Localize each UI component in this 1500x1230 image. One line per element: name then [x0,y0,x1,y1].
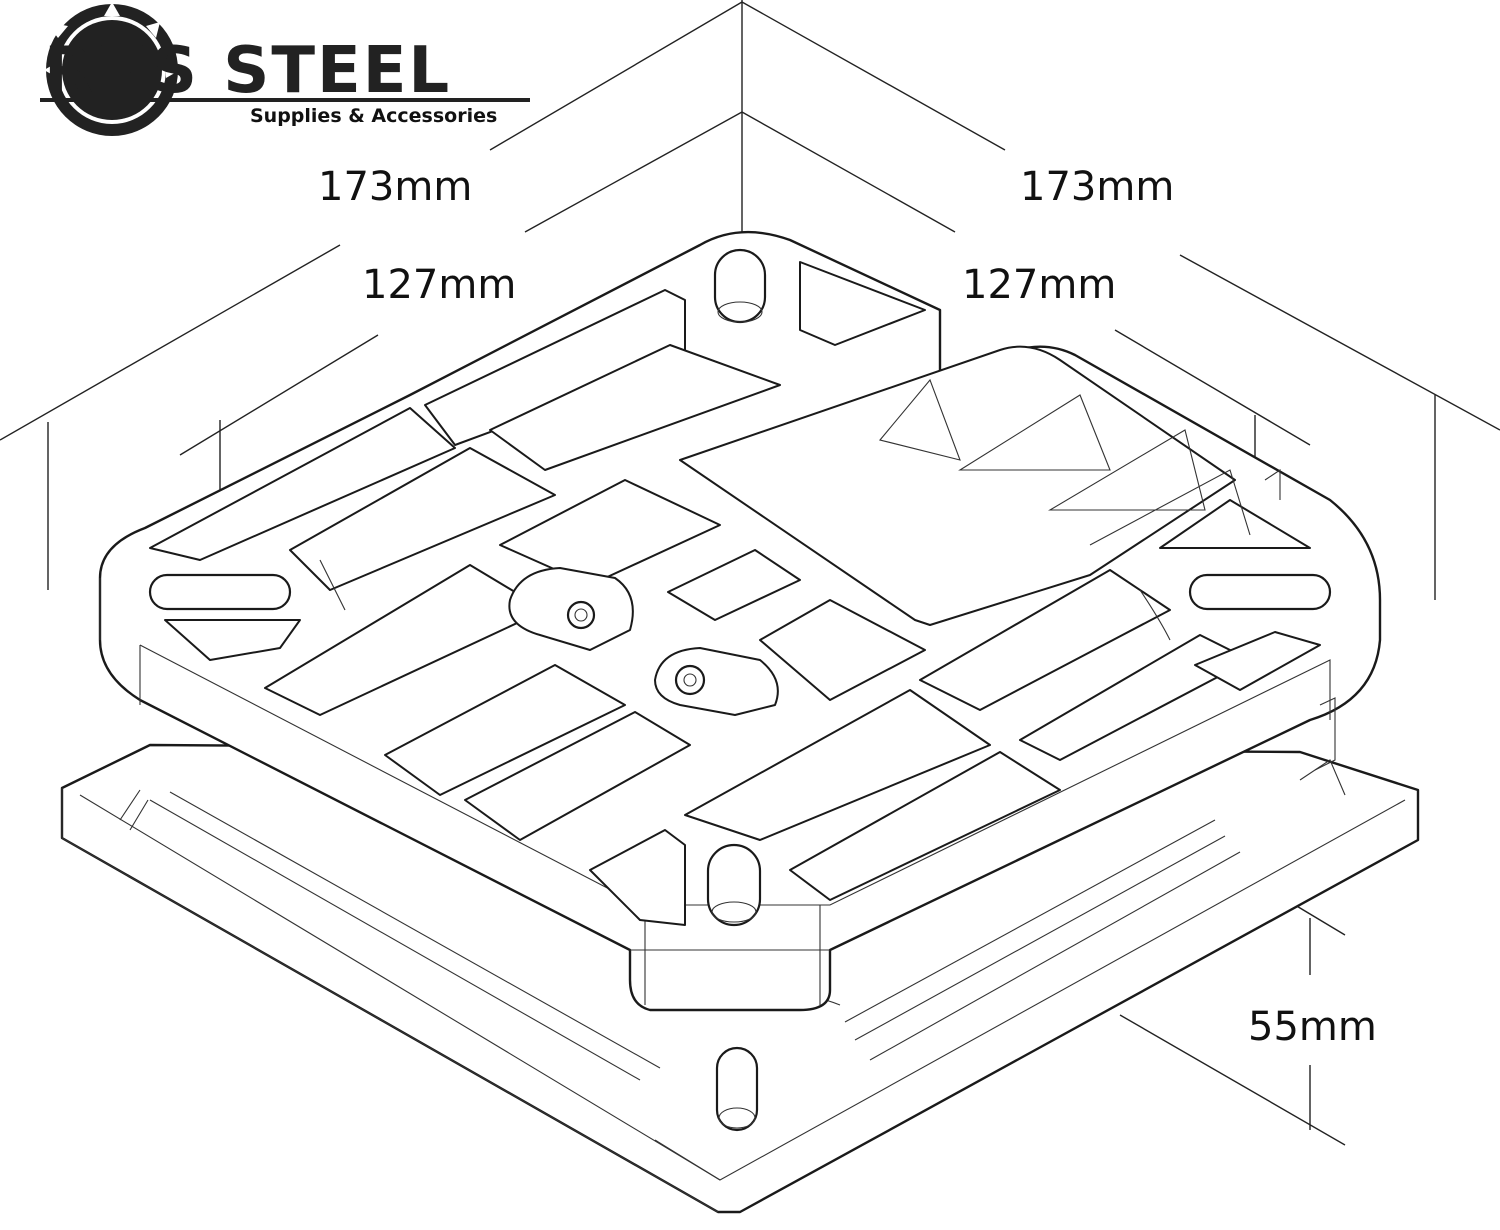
edge-lugs [319,468,1336,771]
raised-pad [679,345,1251,626]
slot-left [148,573,292,611]
dim-right-inner: 127mm [962,262,1116,308]
logo-subtitle: Supplies & Accessories [250,105,497,127]
mount-slots [148,248,1332,927]
logo: RHS STEEL Supplies & Accessories [40,2,530,136]
center-boss [508,567,779,716]
pockets [149,261,1321,926]
logo-title: RHS STEEL [44,34,451,108]
dim-left-outer: 173mm [318,164,472,210]
dim-right-outer: 173mm [1020,164,1174,210]
dim-left-inner: 127mm [362,262,516,308]
dimension-labels: 173mm 173mm 127mm 127mm 55mm [318,164,1377,1050]
saw-blade-icon [44,2,180,136]
slot-right [1188,573,1332,611]
slot-top [713,248,767,324]
slot-bottom [706,843,762,927]
dim-height: 55mm [1248,1004,1377,1050]
